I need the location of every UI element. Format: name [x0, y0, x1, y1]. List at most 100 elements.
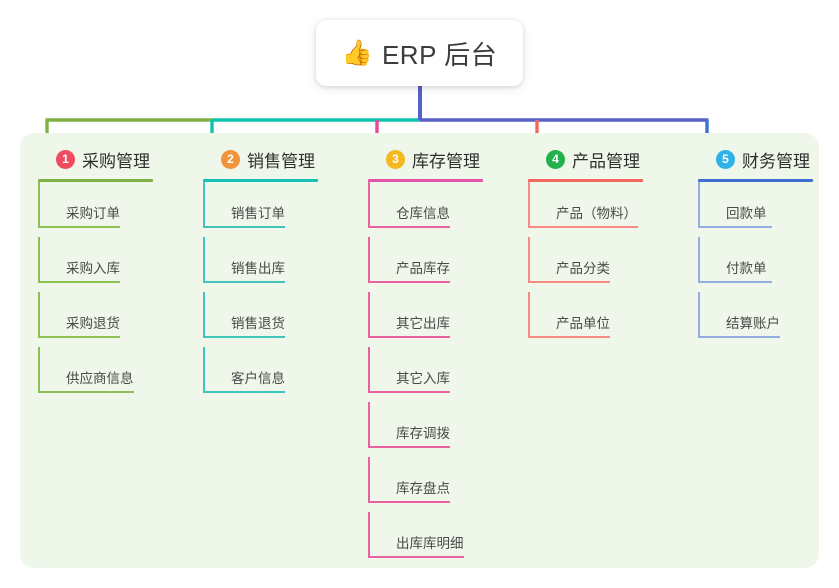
column-index-badge: 4 [546, 149, 565, 169]
column-index-badge: 3 [386, 149, 405, 169]
column-header-rule [368, 179, 483, 182]
page-title: ERP 后台 [381, 39, 498, 70]
leaf-rule [368, 556, 464, 558]
column-title: 销售管理 [247, 151, 315, 171]
leaf-connector-stem [38, 292, 40, 337]
leaf-label: 其它入库 [396, 371, 450, 386]
column-header-5[interactable]: 5 财务管理 [698, 146, 813, 172]
column-header-rule [698, 179, 813, 182]
leaf-item[interactable]: 客户信息 [203, 347, 318, 402]
column-header-3[interactable]: 3 库存管理 [368, 146, 483, 172]
leaf-item[interactable]: 产品库存 [368, 237, 483, 292]
column-title: 库存管理 [412, 151, 480, 171]
leaf-connector-stem [38, 182, 40, 227]
leaf-item[interactable]: 库存调拨 [368, 402, 483, 457]
leaf-connector-stem [38, 347, 40, 392]
leaf-label: 结算账户 [726, 316, 780, 331]
leaf-rule [38, 281, 120, 283]
leaf-connector-stem [698, 292, 700, 337]
leaf-item[interactable]: 产品单位 [528, 292, 643, 347]
leaf-label: 出库库明细 [396, 536, 464, 551]
leaf-connector-stem [368, 457, 370, 502]
leaf-rule [38, 336, 120, 338]
column-销售管理: 2 销售管理销售订单销售出库销售退货客户信息 [203, 146, 318, 402]
column-index-badge: 2 [221, 149, 240, 169]
leaf-rule [203, 391, 285, 393]
leaf-rule [698, 336, 780, 338]
leaf-rule [38, 391, 134, 393]
column-header-2[interactable]: 2 销售管理 [203, 146, 318, 172]
column-index-badge: 1 [56, 149, 75, 169]
leaf-item[interactable]: 采购入库 [38, 237, 153, 292]
leaf-item[interactable]: 回款单 [698, 182, 813, 237]
leaf-connector-stem [528, 292, 530, 337]
leaf-label: 产品库存 [396, 261, 450, 276]
leaf-item[interactable]: 产品（物料） [528, 182, 643, 237]
leaf-item[interactable]: 销售退货 [203, 292, 318, 347]
leaf-label: 供应商信息 [66, 371, 134, 386]
column-header-rule [203, 179, 318, 182]
leaf-item[interactable]: 销售出库 [203, 237, 318, 292]
column-header-rule [38, 179, 153, 182]
leaf-connector-stem [203, 292, 205, 337]
leaf-label: 产品（物料） [556, 206, 637, 221]
column-index-badge: 5 [716, 149, 735, 169]
leaf-connector-stem [698, 237, 700, 282]
leaf-item[interactable]: 产品分类 [528, 237, 643, 292]
leaf-rule [528, 336, 610, 338]
leaf-label: 回款单 [726, 206, 767, 221]
leaf-connector-stem [368, 402, 370, 447]
leaf-rule [203, 226, 285, 228]
leaf-rule [528, 226, 638, 228]
leaf-connector-stem [528, 237, 530, 282]
leaf-item[interactable]: 库存盘点 [368, 457, 483, 512]
leaf-label: 库存调拨 [396, 426, 450, 441]
leaf-label: 销售订单 [231, 206, 285, 221]
column-header-1[interactable]: 1 采购管理 [38, 146, 153, 172]
leaf-rule [698, 281, 772, 283]
leaf-rule [368, 391, 450, 393]
leaf-rule [203, 336, 285, 338]
thumbs-up-icon: 👍 [341, 38, 373, 67]
leaf-item[interactable]: 销售订单 [203, 182, 318, 237]
leaf-connector-stem [368, 182, 370, 227]
column-采购管理: 1 采购管理采购订单采购入库采购退货供应商信息 [38, 146, 153, 402]
leaf-label: 产品分类 [556, 261, 610, 276]
leaf-rule [528, 281, 610, 283]
leaf-rule [368, 226, 450, 228]
leaf-connector-stem [368, 512, 370, 557]
leaf-item[interactable]: 供应商信息 [38, 347, 153, 402]
column-title: 财务管理 [742, 151, 810, 171]
root-title-card: 👍 ERP 后台 [316, 20, 523, 86]
leaf-label: 付款单 [726, 261, 767, 276]
leaf-item[interactable]: 结算账户 [698, 292, 813, 347]
leaf-rule [203, 281, 285, 283]
leaf-item[interactable]: 其它入库 [368, 347, 483, 402]
column-title: 采购管理 [82, 151, 150, 171]
leaf-label: 客户信息 [231, 371, 285, 386]
leaf-label: 采购退货 [66, 316, 120, 331]
leaf-rule [368, 501, 450, 503]
leaf-label: 产品单位 [556, 316, 610, 331]
leaf-item[interactable]: 付款单 [698, 237, 813, 292]
leaf-connector-stem [368, 237, 370, 282]
leaf-label: 销售退货 [231, 316, 285, 331]
leaf-connector-stem [368, 292, 370, 337]
leaf-connector-stem [38, 237, 40, 282]
leaf-connector-stem [203, 347, 205, 392]
leaf-connector-stem [368, 347, 370, 392]
leaf-item[interactable]: 仓库信息 [368, 182, 483, 237]
leaf-label: 销售出库 [231, 261, 285, 276]
leaf-item[interactable]: 其它出库 [368, 292, 483, 347]
leaf-rule [38, 226, 120, 228]
leaf-connector-stem [203, 182, 205, 227]
leaf-item[interactable]: 采购订单 [38, 182, 153, 237]
leaf-connector-stem [203, 237, 205, 282]
leaf-rule [368, 281, 450, 283]
leaf-item[interactable]: 采购退货 [38, 292, 153, 347]
leaf-label: 仓库信息 [396, 206, 450, 221]
leaf-rule [698, 226, 772, 228]
leaf-item[interactable]: 出库库明细 [368, 512, 483, 567]
